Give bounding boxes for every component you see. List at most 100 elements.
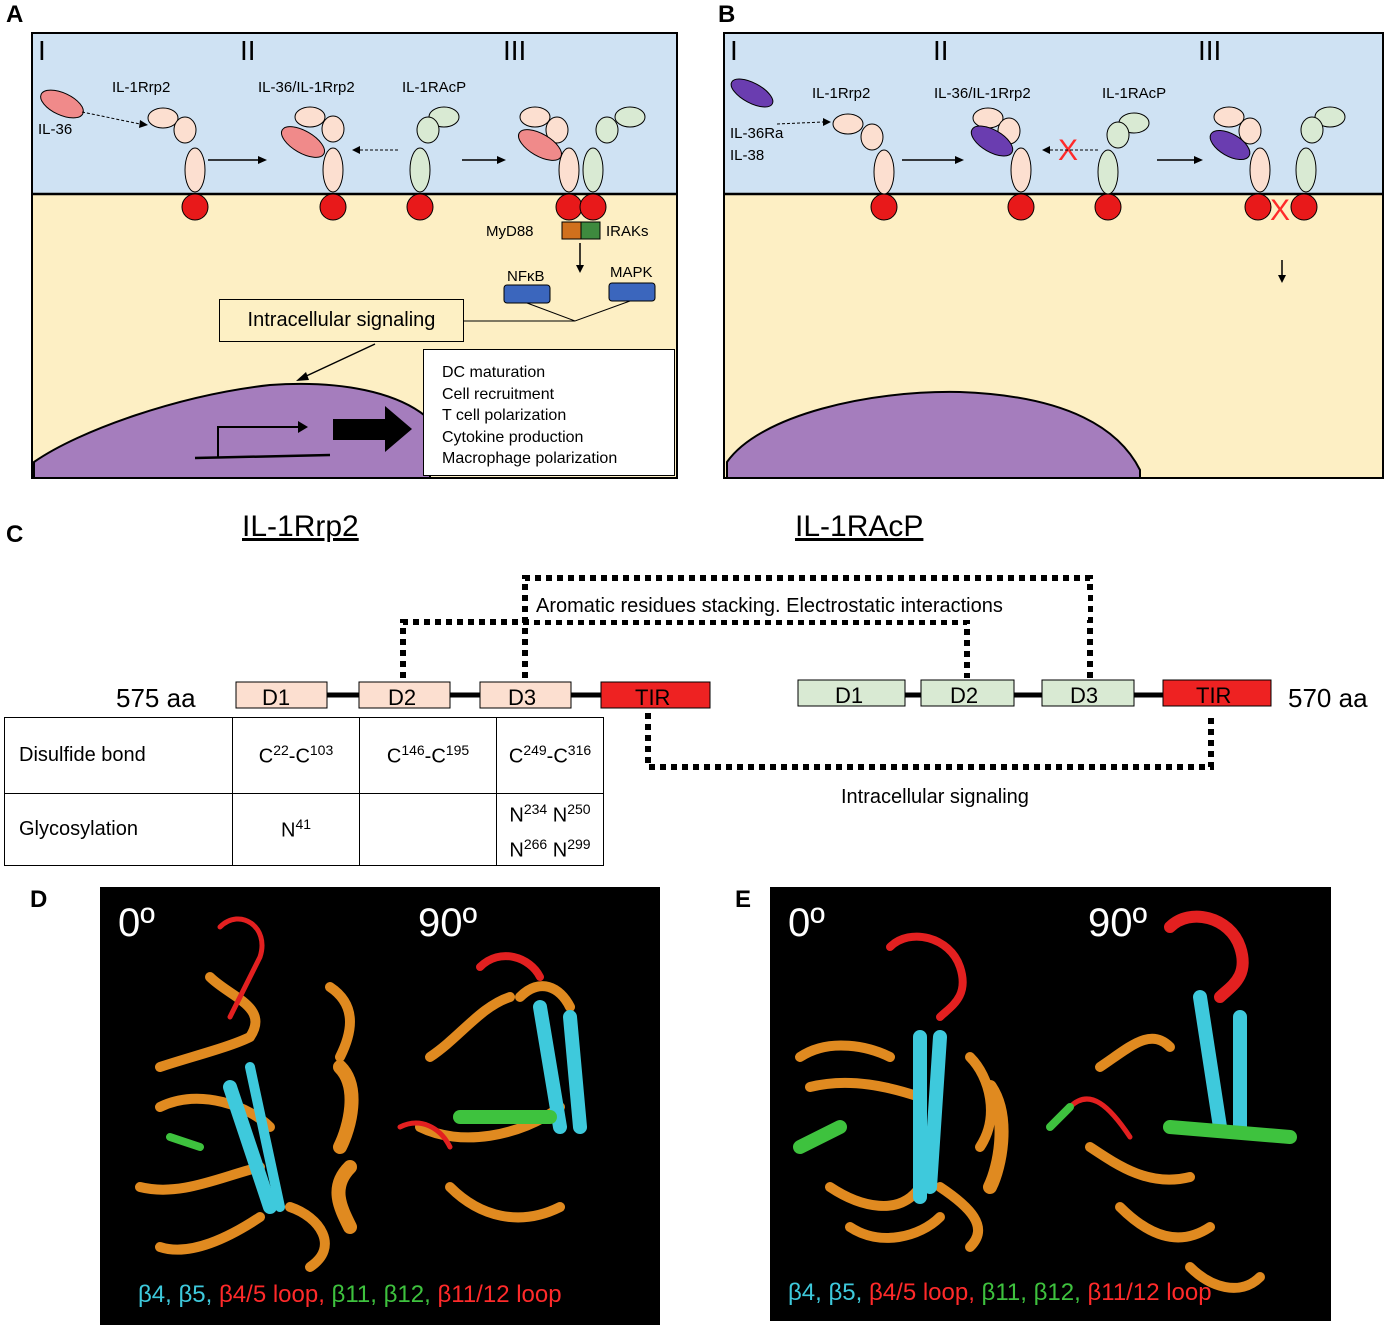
cell-disulfide-d2: C146-C195 bbox=[359, 717, 497, 794]
antagonist-ligand bbox=[730, 78, 774, 108]
stage-i: I bbox=[38, 35, 46, 66]
panel-c-letter: C bbox=[6, 521, 24, 548]
rrp2-d3-label: D3 bbox=[508, 685, 536, 710]
outcome-item: Macrophage polarization bbox=[442, 450, 618, 467]
cell-disulfide-d1: C22-C103 bbox=[232, 717, 360, 794]
racp-d2 bbox=[920, 679, 1015, 707]
legend-item: β11/12 loop bbox=[1087, 1279, 1212, 1306]
il36-label: IL-36 bbox=[38, 121, 72, 138]
legend-item: β11, bbox=[331, 1281, 384, 1308]
irak-box bbox=[580, 221, 601, 240]
outcome-item: Cell recruitment bbox=[442, 385, 555, 403]
structure-e-panel: 0º 90º β4, β5, β4/5 loop, β11, β12, β11/… bbox=[770, 887, 1331, 1321]
myd88-box bbox=[561, 221, 582, 240]
panel-e-letter: E bbox=[735, 886, 752, 913]
racp-tir-label: TIR bbox=[1196, 683, 1231, 708]
intracellular-signaling-box: Intracellular signaling bbox=[219, 299, 464, 342]
il36-ligand bbox=[40, 89, 84, 119]
legend-item: β4, bbox=[788, 1279, 829, 1306]
racp-tir bbox=[1162, 679, 1272, 707]
outcome-item: Cytokine production bbox=[442, 428, 584, 446]
cell-disulfide-d3: C249-C316 bbox=[496, 717, 604, 794]
domain-properties-table: Disulfide bond C22-C103 C146-C195 C249-C… bbox=[4, 717, 604, 867]
nfkb-label: NFκB bbox=[507, 268, 545, 285]
il36-il1rrp2-complex bbox=[281, 106, 347, 221]
racp-d1-label: D1 bbox=[835, 683, 863, 708]
coreceptor-label: IL-1RAcP bbox=[1102, 85, 1166, 102]
structure-d-panel: 0º 90º β4, β5, β4/5 loop, β11, β12, β11/… bbox=[100, 887, 660, 1325]
rrp2-tir bbox=[600, 681, 711, 709]
racp-d1 bbox=[797, 679, 906, 707]
panel-d-letter: D bbox=[30, 886, 48, 913]
angle-0-label: 0º bbox=[788, 901, 825, 945]
block-x-2: X bbox=[1270, 194, 1290, 227]
mapk-box bbox=[608, 282, 656, 302]
table-row: Disulfide bond C22-C103 C146-C195 C249-C… bbox=[4, 717, 604, 794]
racp-d2-label: D2 bbox=[950, 683, 978, 708]
domain-schematic: Aromatic residues stacking. Electrostati… bbox=[116, 575, 1368, 808]
legend-item: β4, bbox=[138, 1281, 179, 1308]
antagonist-receptor-complex bbox=[970, 107, 1035, 221]
transcription-arrow bbox=[333, 406, 412, 452]
outcome-item: DC maturation bbox=[442, 364, 546, 381]
angle-90-label: 90º bbox=[418, 901, 478, 945]
ternary-complex bbox=[518, 106, 646, 221]
bottom-interaction-label: Intracellular signaling bbox=[841, 786, 1029, 808]
blocked-complex bbox=[1209, 106, 1346, 221]
legend-item: β11, bbox=[981, 1279, 1034, 1306]
block-x-1: X bbox=[1058, 134, 1078, 167]
il1rrp2-receptor-1 bbox=[147, 107, 209, 221]
rrp2-d1-label: D1 bbox=[262, 685, 290, 710]
racp-length: 570 aa bbox=[1288, 683, 1368, 713]
cell-glyco-d1: N41 bbox=[232, 792, 360, 867]
myd88-label: MyD88 bbox=[486, 223, 534, 240]
receptor-label: IL-1Rrp2 bbox=[812, 85, 870, 102]
il1rrp2-title: IL-1Rrp2 bbox=[242, 510, 359, 543]
il1racp-title: IL-1RAcP bbox=[795, 510, 924, 543]
legend-item: β12, bbox=[383, 1281, 438, 1308]
structure-legend: β4, β5, β4/5 loop, β11, β12, β11/12 loop bbox=[138, 1281, 562, 1309]
panel-b-diagram: I II III IL-36Ra IL-38 IL-1Rrp2 IL-36/IL… bbox=[723, 32, 1384, 479]
legend-item: β5, bbox=[828, 1279, 869, 1306]
angle-90-label: 90º bbox=[1088, 901, 1148, 945]
structure-legend: β4, β5, β4/5 loop, β11, β12, β11/12 loop bbox=[788, 1279, 1212, 1307]
row-name: Disulfide bond bbox=[4, 717, 233, 794]
antagonist-label-2: IL-38 bbox=[730, 147, 764, 164]
extracellular-region bbox=[31, 32, 678, 195]
ribbon-structure-e bbox=[793, 910, 1297, 1293]
iraks-label: IRAKs bbox=[606, 223, 649, 240]
legend-item: β11/12 loop bbox=[437, 1281, 562, 1308]
nucleus bbox=[726, 390, 1141, 479]
il1racp-coreceptor bbox=[406, 106, 460, 221]
top-interaction-label: Aromatic residues stacking. Electrostati… bbox=[536, 595, 1003, 617]
stage-iii: III bbox=[1198, 35, 1221, 66]
rrp2-tir-label: TIR bbox=[635, 685, 670, 710]
nucleus bbox=[33, 382, 431, 479]
promoter-arrow bbox=[217, 426, 298, 457]
cell-glyco-d2 bbox=[359, 792, 497, 867]
rrp2-d1 bbox=[235, 681, 328, 709]
nfkb-box bbox=[503, 284, 551, 304]
panel-a-letter: A bbox=[6, 1, 24, 28]
panel-b-letter: B bbox=[718, 1, 736, 28]
rrp2-d2-label: D2 bbox=[388, 685, 416, 710]
legend-item: β4/5 loop, bbox=[869, 1279, 982, 1306]
complex-label: IL-36/IL-1Rrp2 bbox=[258, 79, 355, 96]
angle-0-label: 0º bbox=[118, 901, 155, 945]
stage-ii: II bbox=[240, 35, 256, 66]
gene-line bbox=[194, 453, 331, 460]
il1racp-coreceptor bbox=[1094, 112, 1150, 221]
ribbon-structure-d bbox=[135, 916, 587, 1272]
legend-item: β4/5 loop, bbox=[219, 1281, 332, 1308]
legend-item: β12, bbox=[1033, 1279, 1088, 1306]
mapk-label: MAPK bbox=[610, 264, 653, 281]
il1rrp2-receptor-1 bbox=[832, 113, 898, 221]
stage-i: I bbox=[730, 35, 738, 66]
antagonist-label-1: IL-36Ra bbox=[730, 125, 784, 142]
rrp2-d3 bbox=[479, 681, 572, 709]
complex-label: IL-36/IL-1Rrp2 bbox=[934, 85, 1031, 102]
rrp2-d2 bbox=[358, 681, 451, 709]
receptor-label-1: IL-1Rrp2 bbox=[112, 79, 170, 96]
